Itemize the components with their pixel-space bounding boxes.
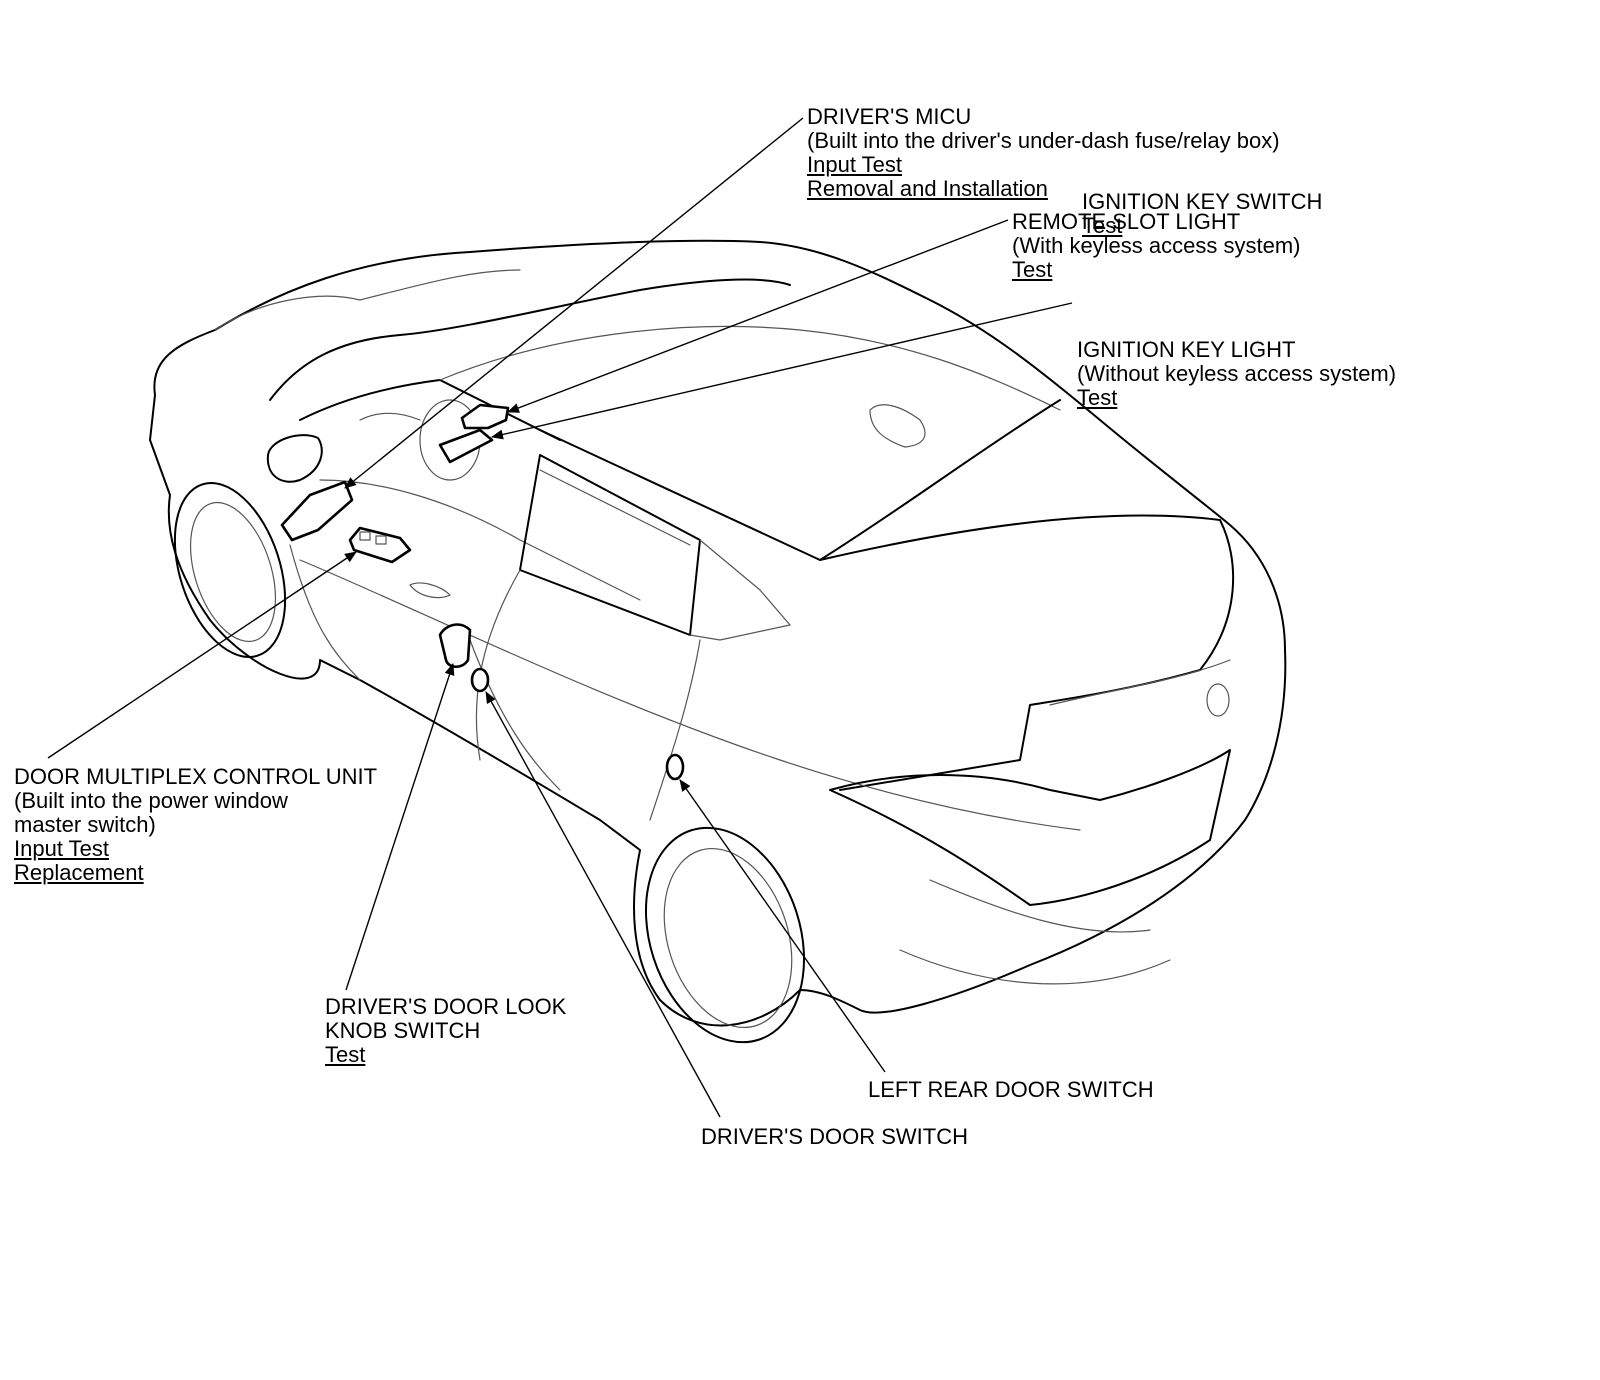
door-multiplex-title: DOOR MULTIPLEX CONTROL UNIT (14, 764, 378, 789)
drivers-micu-title: DRIVER'S MICU (807, 104, 972, 129)
callout-ignition-key-light: IGNITION KEY LIGHT (Without keyless acce… (1077, 338, 1396, 410)
drivers-door-switch-component (470, 667, 490, 693)
leader-drivers-door-switch (485, 691, 721, 1118)
remote-slot-light-note: (With keyless access system) (1012, 233, 1301, 258)
door-lock-knob-title-line-1: DRIVER'S DOOR LOOK (325, 994, 567, 1019)
remote-slot-light-component (460, 403, 510, 430)
door-lock-knob-title-line-2: KNOB SWITCH (325, 1018, 481, 1043)
callout-door-multiplex-control-unit: DOOR MULTIPLEX CONTROL UNIT (Built into … (14, 765, 377, 885)
callout-remote-slot-light: REMOTE SLOT LIGHT (With keyless access s… (1012, 210, 1301, 282)
callout-ignition-key-switch: IGNITION KEY SWITCH Test (1082, 190, 1322, 238)
leader-door-multiplex (47, 551, 357, 759)
door-multiplex-note-line-1: (Built into the power window (14, 788, 288, 813)
remote-slot-light-test-link[interactable]: Test (1012, 257, 1053, 282)
door-multiplex-note-line-2: master switch) (14, 812, 156, 837)
ignition-key-switch-title: IGNITION KEY SWITCH (1082, 189, 1323, 214)
leader-remote-slot-light (507, 219, 1009, 413)
left-rear-door-switch-title: LEFT REAR DOOR SWITCH (868, 1077, 1154, 1102)
drivers-door-switch-title: DRIVER'S DOOR SWITCH (701, 1124, 968, 1149)
ignition-key-light-title: IGNITION KEY LIGHT (1077, 337, 1296, 362)
power-window-master-switch-component (348, 526, 412, 564)
callout-left-rear-door-switch: LEFT REAR DOOR SWITCH (868, 1078, 1154, 1102)
drivers-micu-component (280, 480, 354, 542)
ignition-key-light-note: (Without keyless access system) (1077, 361, 1397, 386)
door-multiplex-input-test-link[interactable]: Input Test (14, 836, 109, 861)
callout-drivers-micu: DRIVER'S MICU (Built into the driver's u… (807, 105, 1280, 201)
leader-drivers-micu (344, 117, 804, 489)
door-multiplex-replacement-link[interactable]: Replacement (14, 860, 144, 885)
ignition-key-switch-component (438, 428, 494, 464)
leader-left-rear-door-switch (679, 779, 886, 1073)
callout-drivers-door-switch: DRIVER'S DOOR SWITCH (701, 1125, 968, 1149)
callout-drivers-door-lock-knob-switch: DRIVER'S DOOR LOOK KNOB SWITCH Test (325, 995, 566, 1067)
ignition-key-light-test-link[interactable]: Test (1077, 385, 1118, 410)
ignition-key-switch-test-link[interactable]: Test (1082, 213, 1123, 238)
door-lock-knob-switch-component (438, 623, 472, 669)
drivers-micu-note: (Built into the driver's under-dash fuse… (807, 128, 1280, 153)
leader-ignition-key-switch (491, 302, 1073, 440)
leader-door-lock-knob (345, 663, 455, 991)
door-lock-knob-test-link[interactable]: Test (325, 1042, 366, 1067)
remote-slot-light-title: REMOTE SLOT LIGHT (1012, 209, 1241, 234)
left-rear-door-switch-component (665, 753, 685, 781)
leader-lines (47, 117, 1073, 1118)
drivers-micu-removal-link[interactable]: Removal and Installation (807, 176, 1048, 201)
drivers-micu-input-test-link[interactable]: Input Test (807, 152, 902, 177)
